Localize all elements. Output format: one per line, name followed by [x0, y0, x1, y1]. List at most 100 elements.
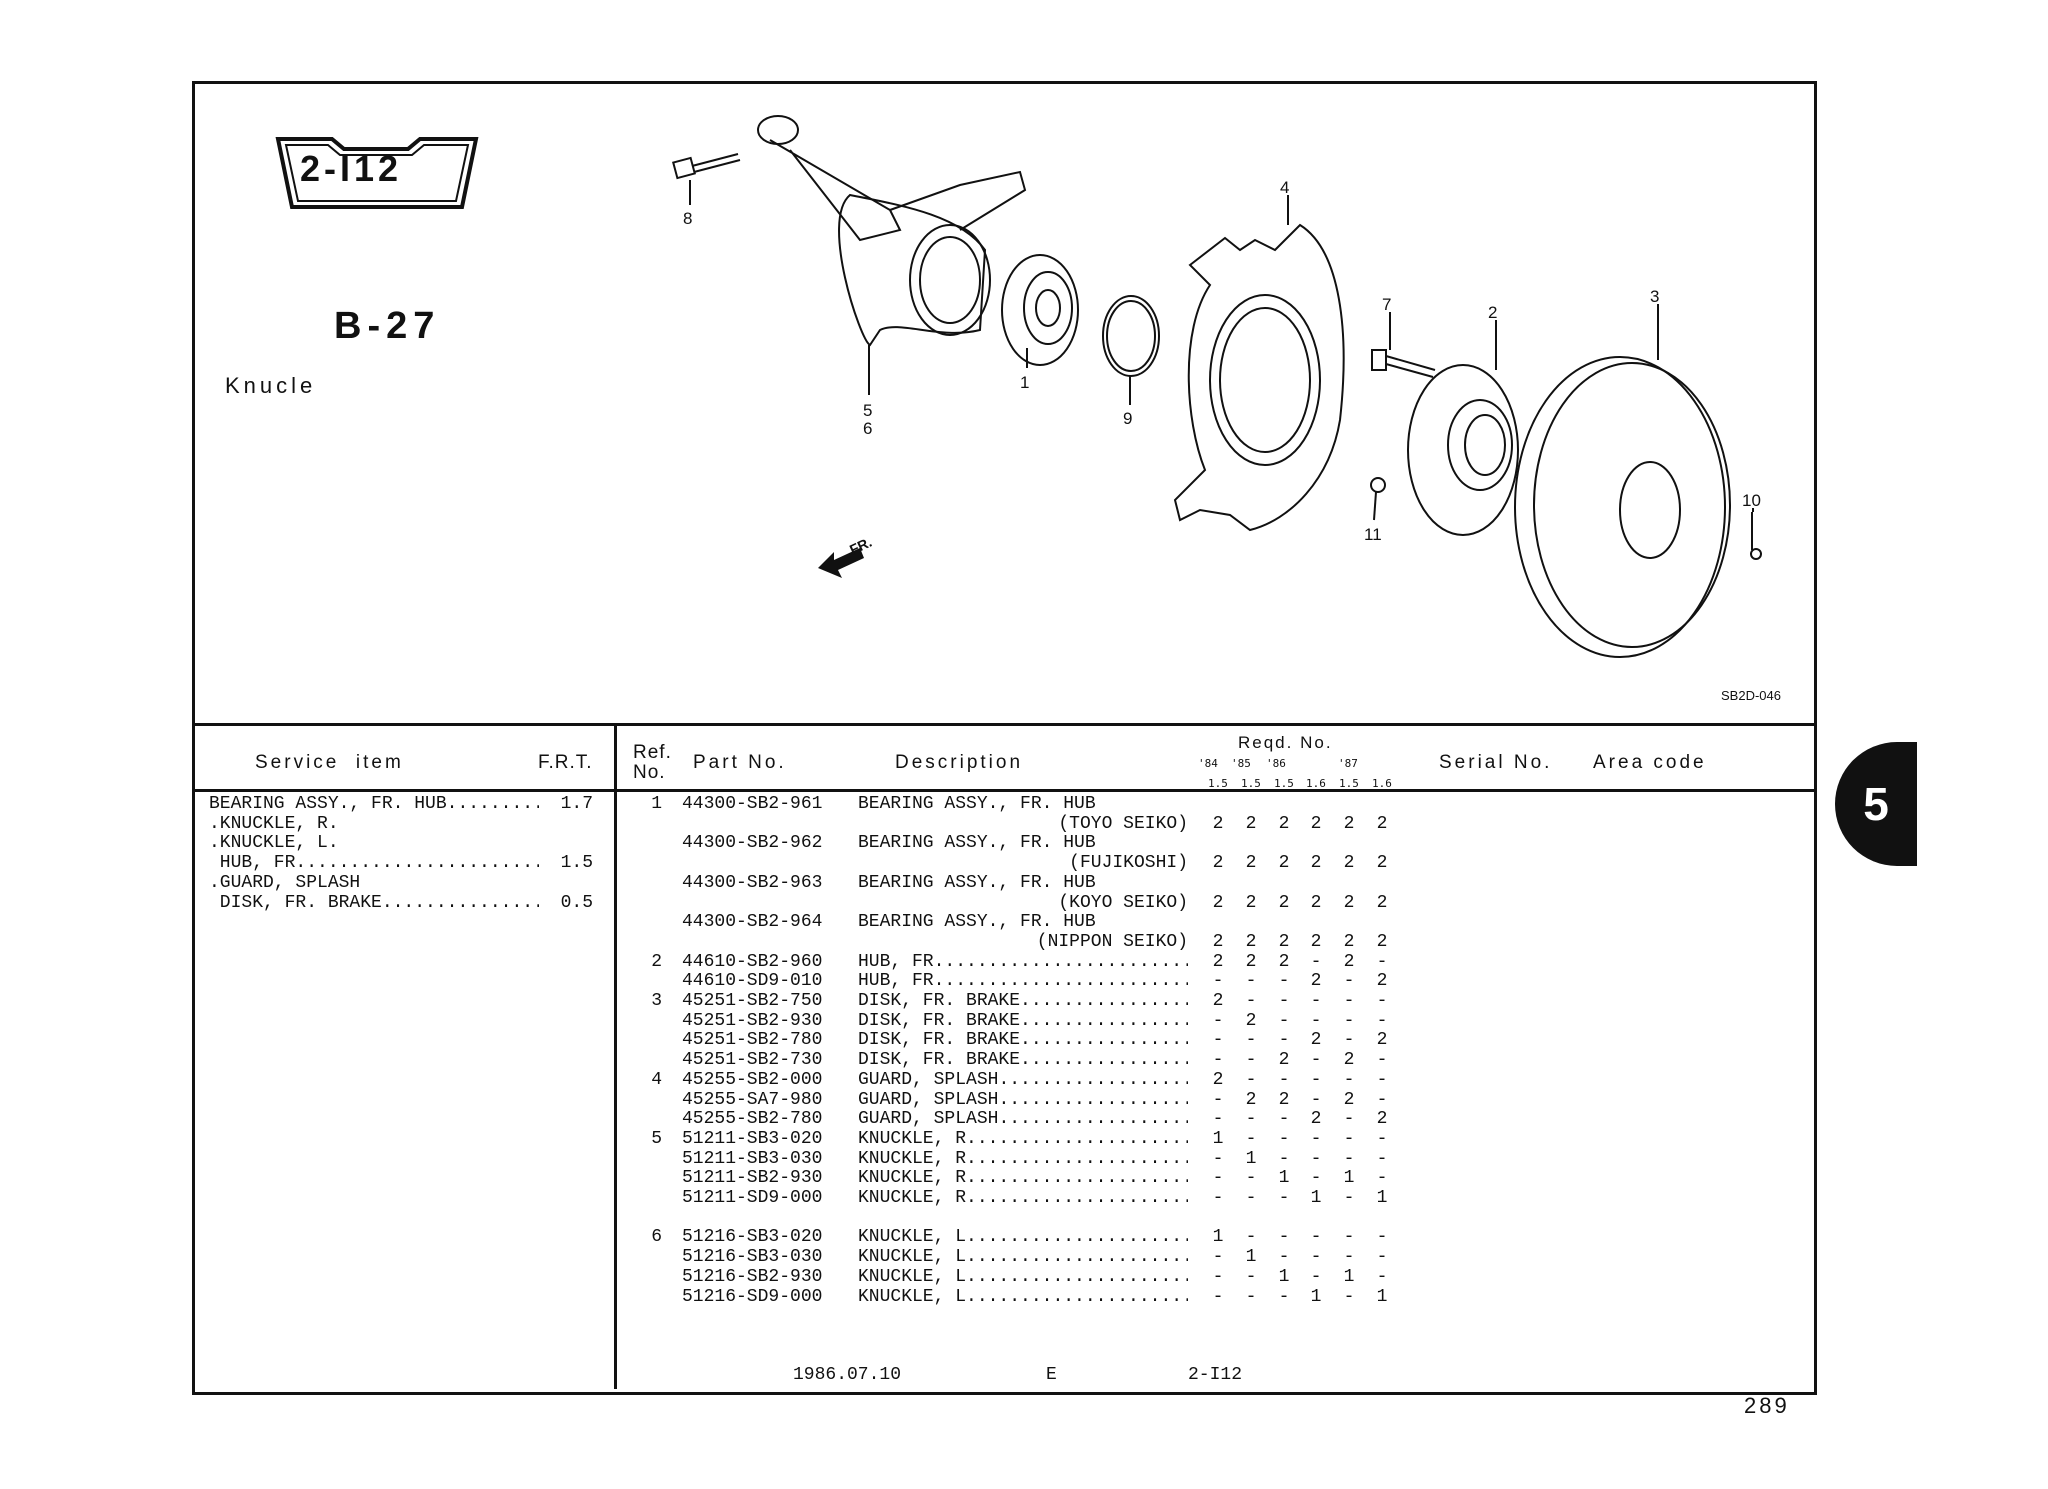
qty-value: -: [1310, 951, 1322, 972]
qty-value: -: [1343, 991, 1355, 1011]
col-part-no: Part No.: [693, 752, 787, 773]
qty-value: 2: [1376, 931, 1388, 952]
svg-text:FR.: FR.: [847, 534, 874, 558]
qty-value: -: [1245, 991, 1257, 1011]
service-item-label: BEARING ASSY., FR. HUB: [209, 794, 539, 814]
qty-value: 2: [1245, 1089, 1257, 1110]
qty-value: 2: [1245, 813, 1257, 834]
service-item-label: DISK, FR. BRAKE: [209, 893, 539, 913]
qty-value: 2: [1343, 1050, 1355, 1071]
qty-value: 2: [1278, 1089, 1290, 1110]
qty-value: -: [1343, 1247, 1355, 1268]
service-item-row: DISK, FR. BRAKE 0.5: [0, 893, 2048, 913]
callout-7: 7: [1382, 295, 1391, 314]
qty-value: 2: [1310, 931, 1322, 952]
description: DISK, FR. BRAKE: [858, 1011, 1188, 1031]
ref-no: 1: [651, 794, 662, 814]
qty-value: 2: [1343, 853, 1355, 874]
part-no: 44300-SB2-964: [682, 912, 823, 933]
part-no: 44610-SD9-010: [682, 971, 823, 992]
col-description: Description: [895, 752, 1024, 773]
page-number: 289: [1744, 1393, 1790, 1418]
service-item-label: .GUARD, SPLASH: [209, 872, 361, 893]
qty-value: 2: [1245, 892, 1257, 913]
description: DISK, FR. BRAKE: [858, 991, 1188, 1011]
qty-value: 2: [1376, 892, 1388, 913]
qty-value: -: [1212, 1247, 1224, 1268]
qty-value: -: [1245, 1227, 1257, 1248]
qty-value: 2: [1310, 813, 1322, 834]
circlip-icon: [1102, 295, 1160, 377]
qty-value: -: [1343, 1286, 1355, 1307]
qty-value: -: [1310, 1247, 1322, 1268]
description: BEARING ASSY., FR. HUB: [858, 912, 1096, 933]
description: GUARD, SPLASH: [858, 1109, 1188, 1129]
qty-value: -: [1245, 971, 1257, 992]
qty-value: 2: [1310, 1030, 1322, 1051]
col-reqd-no: Reqd. No.: [1238, 733, 1333, 752]
qty-value: 2: [1376, 1109, 1388, 1130]
section-divider: [192, 723, 1814, 726]
part-no: 51216-SD9-000: [682, 1286, 823, 1307]
qty-value: 2: [1376, 853, 1388, 874]
callout-8: 8: [683, 209, 692, 228]
qty-value: -: [1212, 1286, 1224, 1307]
part-no: 45251-SB2-780: [682, 1030, 823, 1051]
callout-3: 3: [1650, 287, 1659, 306]
qty-value: 2: [1278, 951, 1290, 972]
qty-value: -: [1310, 1266, 1322, 1287]
qty-value: 1: [1278, 1266, 1290, 1287]
part-no: 44300-SB2-961: [682, 794, 823, 814]
qty-value: -: [1343, 1010, 1355, 1031]
part-no: 45251-SB2-730: [682, 1050, 823, 1071]
qty-value: -: [1278, 1247, 1290, 1268]
qty-value: 2: [1376, 813, 1388, 834]
qty-value: -: [1212, 1089, 1224, 1110]
service-item-label: HUB, FR: [209, 853, 539, 873]
part-no: 45251-SB2-930: [682, 1010, 823, 1031]
qty-value: -: [1376, 951, 1388, 972]
qty-value: -: [1278, 991, 1290, 1011]
footer-edition: E: [1046, 1365, 1057, 1385]
qty-value: -: [1376, 1010, 1388, 1031]
qty-value: -: [1278, 1109, 1290, 1130]
group-code: B-27: [334, 305, 441, 347]
qty-value: -: [1245, 1109, 1257, 1130]
qty-value: -: [1212, 1030, 1224, 1051]
maker-name: (FUJIKOSHI): [1069, 853, 1188, 874]
qty-value: 2: [1310, 853, 1322, 874]
splash-guard-icon: [1173, 223, 1345, 532]
frt-value: 1.7: [560, 794, 593, 814]
callout-2: 2: [1488, 303, 1497, 322]
qty-value: -: [1310, 1168, 1322, 1189]
qty-value: 2: [1212, 1069, 1224, 1090]
qty-value: -: [1245, 1030, 1257, 1051]
footer-page-code: 2-I12: [1188, 1365, 1243, 1385]
ref-no: 3: [651, 991, 662, 1011]
frt-value: 0.5: [560, 892, 593, 913]
maker-name: (KOYO SEIKO): [1058, 892, 1188, 913]
qty-value: 1: [1245, 1247, 1257, 1268]
engine-size: 1.5: [1339, 777, 1359, 790]
description: DISK, FR. BRAKE: [858, 1030, 1188, 1050]
engine-size: 1.5: [1208, 777, 1228, 790]
description: KNUCKLE, L: [858, 1287, 1188, 1307]
qty-value: 1: [1212, 1227, 1224, 1248]
qty-value: 1: [1343, 1266, 1355, 1287]
description: GUARD, SPLASH: [858, 1070, 1188, 1090]
qty-value: -: [1376, 1089, 1388, 1110]
qty-value: -: [1278, 1128, 1290, 1149]
footer-date: 1986.07.10: [793, 1365, 902, 1385]
qty-value: -: [1245, 1168, 1257, 1189]
description: KNUCKLE, R: [858, 1129, 1188, 1149]
callout-11: 11: [1364, 525, 1382, 544]
